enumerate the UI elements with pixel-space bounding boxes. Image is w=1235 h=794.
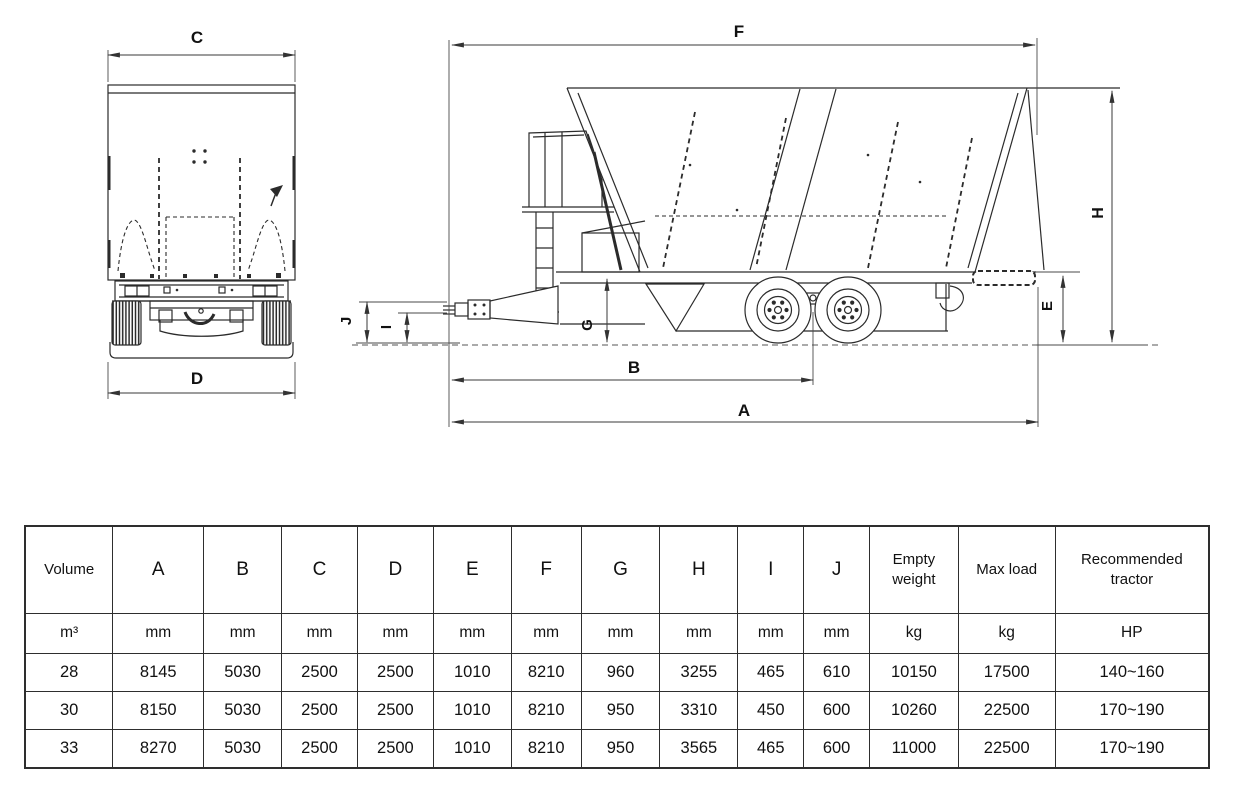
header-cell: A	[112, 525, 205, 614]
rear-step	[972, 270, 1036, 286]
side-view-drawing	[443, 87, 1120, 344]
dim-label-i: I	[378, 325, 395, 329]
value-cell: 5030	[203, 653, 283, 693]
value-cell: 2500	[356, 691, 434, 731]
unit-cell: mm	[203, 612, 283, 655]
value-cell: 465	[737, 653, 805, 693]
dimension-annotations: C D F B A H E G J I	[106, 22, 1160, 427]
header-cell: I	[737, 525, 805, 614]
value-cell: 610	[803, 653, 870, 693]
unit-cell: HP	[1054, 612, 1210, 655]
table-header-row: Volume A B C D E F G H I J Empty weight …	[24, 525, 1210, 614]
value-cell: 1010	[432, 653, 512, 693]
value-cell: 950	[580, 729, 661, 769]
dim-label-d: D	[191, 369, 203, 388]
dim-label-h: H	[1090, 207, 1107, 219]
header-cell: Volume	[24, 525, 114, 614]
value-cell: 3310	[659, 691, 739, 731]
value-cell: 3565	[659, 729, 739, 769]
flag-detail	[270, 185, 283, 207]
value-cell: 30	[24, 691, 114, 731]
dim-label-f: F	[734, 22, 744, 41]
header-cell: E	[432, 525, 512, 614]
dim-label-b: B	[628, 358, 640, 377]
dim-label-e: E	[1039, 301, 1056, 311]
tail-lights	[124, 285, 278, 297]
header-cell: Max load	[957, 525, 1056, 614]
value-cell: 8210	[510, 691, 582, 731]
value-cell: 8145	[112, 653, 205, 693]
header-cell: B	[203, 525, 283, 614]
value-cell: 11000	[869, 729, 959, 769]
value-cell: 2500	[356, 653, 434, 693]
dim-label-c: C	[191, 28, 203, 47]
header-cell: F	[510, 525, 582, 614]
header-cell: J	[803, 525, 870, 614]
header-cell: Empty weight	[869, 525, 959, 614]
rear-view-right-tire	[261, 300, 292, 346]
value-cell: 17500	[957, 653, 1056, 693]
unit-cell: mm	[659, 612, 739, 655]
value-cell: 28	[24, 653, 114, 693]
unit-cell: mm	[580, 612, 661, 655]
dim-label-j: J	[338, 317, 355, 325]
table-row: 33 8270 5030 2500 2500 1010 8210 950 356…	[24, 729, 1210, 769]
value-cell: 5030	[203, 691, 283, 731]
value-cell: 22500	[957, 729, 1056, 769]
value-cell: 465	[737, 729, 805, 769]
unit-cell: mm	[803, 612, 870, 655]
technical-drawing: C D F B A H E G J I	[106, 22, 1160, 427]
table-units-row: m³ mm mm mm mm mm mm mm mm mm mm kg kg H…	[24, 612, 1210, 655]
value-cell: 2500	[281, 691, 358, 731]
unit-cell: m³	[24, 612, 114, 655]
value-cell: 140~160	[1054, 653, 1210, 693]
value-cell: 3255	[659, 653, 739, 693]
value-cell: 8210	[510, 653, 582, 693]
unit-cell: mm	[356, 612, 434, 655]
value-cell: 170~190	[1054, 691, 1210, 731]
drawbar-hitch	[443, 285, 559, 325]
unit-cell: mm	[112, 612, 205, 655]
unit-cell: kg	[869, 612, 959, 655]
table-row: 28 8145 5030 2500 2500 1010 8210 960 325…	[24, 653, 1210, 693]
value-cell: 22500	[957, 691, 1056, 731]
dim-label-a: A	[738, 401, 750, 420]
value-cell: 450	[737, 691, 805, 731]
value-cell: 960	[580, 653, 661, 693]
value-cell: 1010	[432, 729, 512, 769]
value-cell: 1010	[432, 691, 512, 731]
header-cell: G	[580, 525, 661, 614]
value-cell: 33	[24, 729, 114, 769]
tandem-wheel-rear	[814, 276, 882, 344]
value-cell: 600	[803, 729, 870, 769]
header-cell: C	[281, 525, 358, 614]
value-cell: 950	[580, 691, 661, 731]
header-cell: Recommended tractor	[1054, 525, 1210, 614]
value-cell: 10150	[869, 653, 959, 693]
dim-label-g: G	[579, 319, 596, 331]
value-cell: 600	[803, 691, 870, 731]
unit-cell: kg	[957, 612, 1056, 655]
value-cell: 170~190	[1054, 729, 1210, 769]
value-cell: 2500	[281, 729, 358, 769]
unit-cell: mm	[432, 612, 512, 655]
rear-view-left-tire	[111, 300, 142, 346]
tandem-wheel-front	[744, 276, 812, 344]
table-row: 30 8150 5030 2500 2500 1010 8210 950 331…	[24, 691, 1210, 731]
value-cell: 2500	[356, 729, 434, 769]
unit-cell: mm	[281, 612, 358, 655]
header-cell: D	[356, 525, 434, 614]
value-cell: 8270	[112, 729, 205, 769]
rear-view-drawing	[107, 84, 296, 359]
value-cell: 10260	[869, 691, 959, 731]
unit-cell: mm	[737, 612, 805, 655]
unit-cell: mm	[510, 612, 582, 655]
access-platform	[522, 130, 614, 313]
spec-table: Volume A B C D E F G H I J Empty weight …	[24, 525, 1210, 769]
value-cell: 2500	[281, 653, 358, 693]
header-cell: H	[659, 525, 739, 614]
value-cell: 8150	[112, 691, 205, 731]
value-cell: 8210	[510, 729, 582, 769]
value-cell: 5030	[203, 729, 283, 769]
